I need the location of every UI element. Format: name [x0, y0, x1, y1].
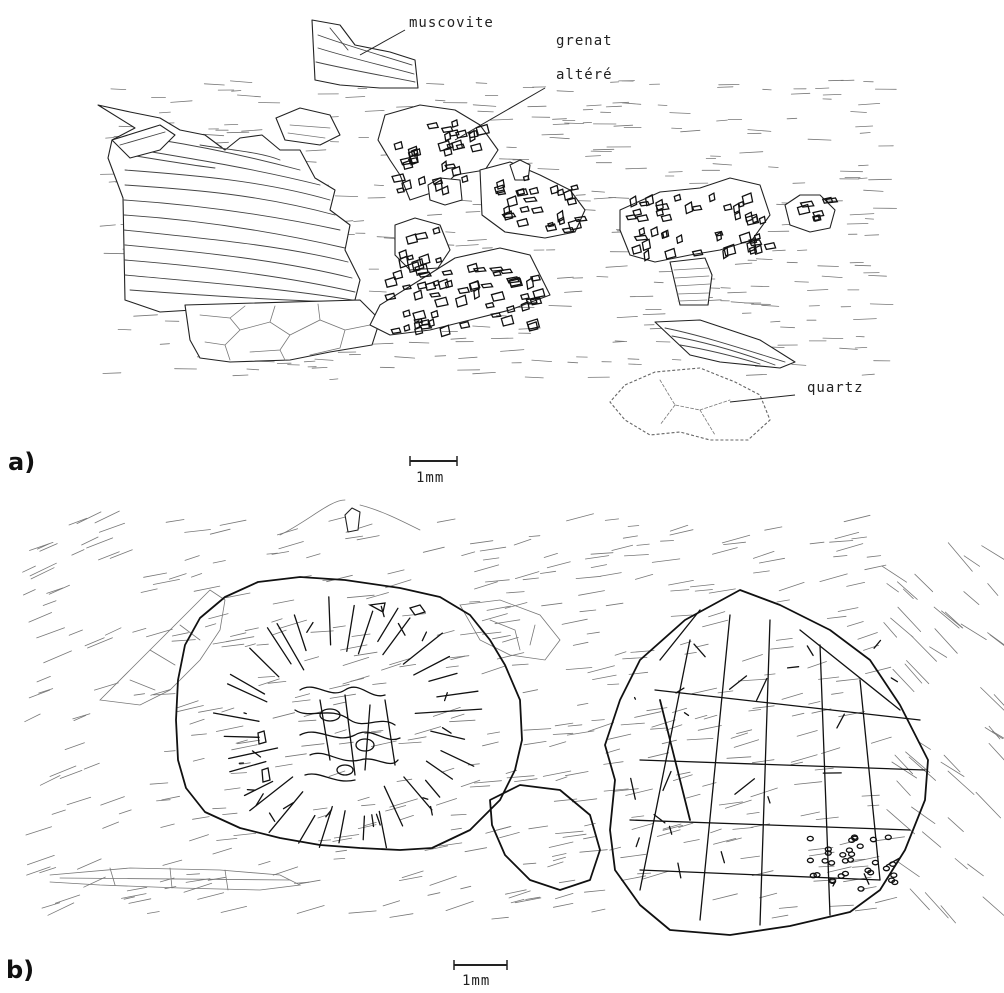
muscovite-crystal-top — [312, 20, 418, 88]
panel-a: muscovite grenat altéré quartz 1mm a) — [8, 15, 897, 486]
small-grain-top — [345, 508, 360, 532]
label-quartz: quartz — [807, 380, 864, 396]
garnet-angular — [490, 590, 928, 935]
label-grenat: grenat — [556, 33, 613, 49]
garnet-round — [176, 577, 522, 850]
quartz-mosaic-left — [185, 300, 380, 362]
scale-label-a: 1mm — [416, 470, 444, 486]
panel-label-b: b) — [6, 956, 34, 984]
muscovite-small-right — [670, 258, 712, 305]
label-altere: altéré — [556, 67, 613, 83]
scale-bar-a: 1mm — [410, 456, 457, 486]
leader-grenat — [455, 88, 545, 140]
scale-label-b: 1mm — [462, 973, 490, 989]
panel-label-a: a) — [8, 448, 35, 476]
muscovite-diagonal — [655, 320, 795, 368]
altered-garnet-aggregates — [370, 105, 837, 337]
quartz-grains-right — [610, 368, 770, 440]
label-muscovite: muscovite — [409, 15, 494, 31]
quartz-pressure-shadow — [100, 590, 560, 705]
scale-bar-b: 1mm — [454, 960, 507, 989]
panel-b-matrix-foliation — [23, 511, 1004, 923]
panel-b: 1mm b) — [6, 500, 1004, 989]
